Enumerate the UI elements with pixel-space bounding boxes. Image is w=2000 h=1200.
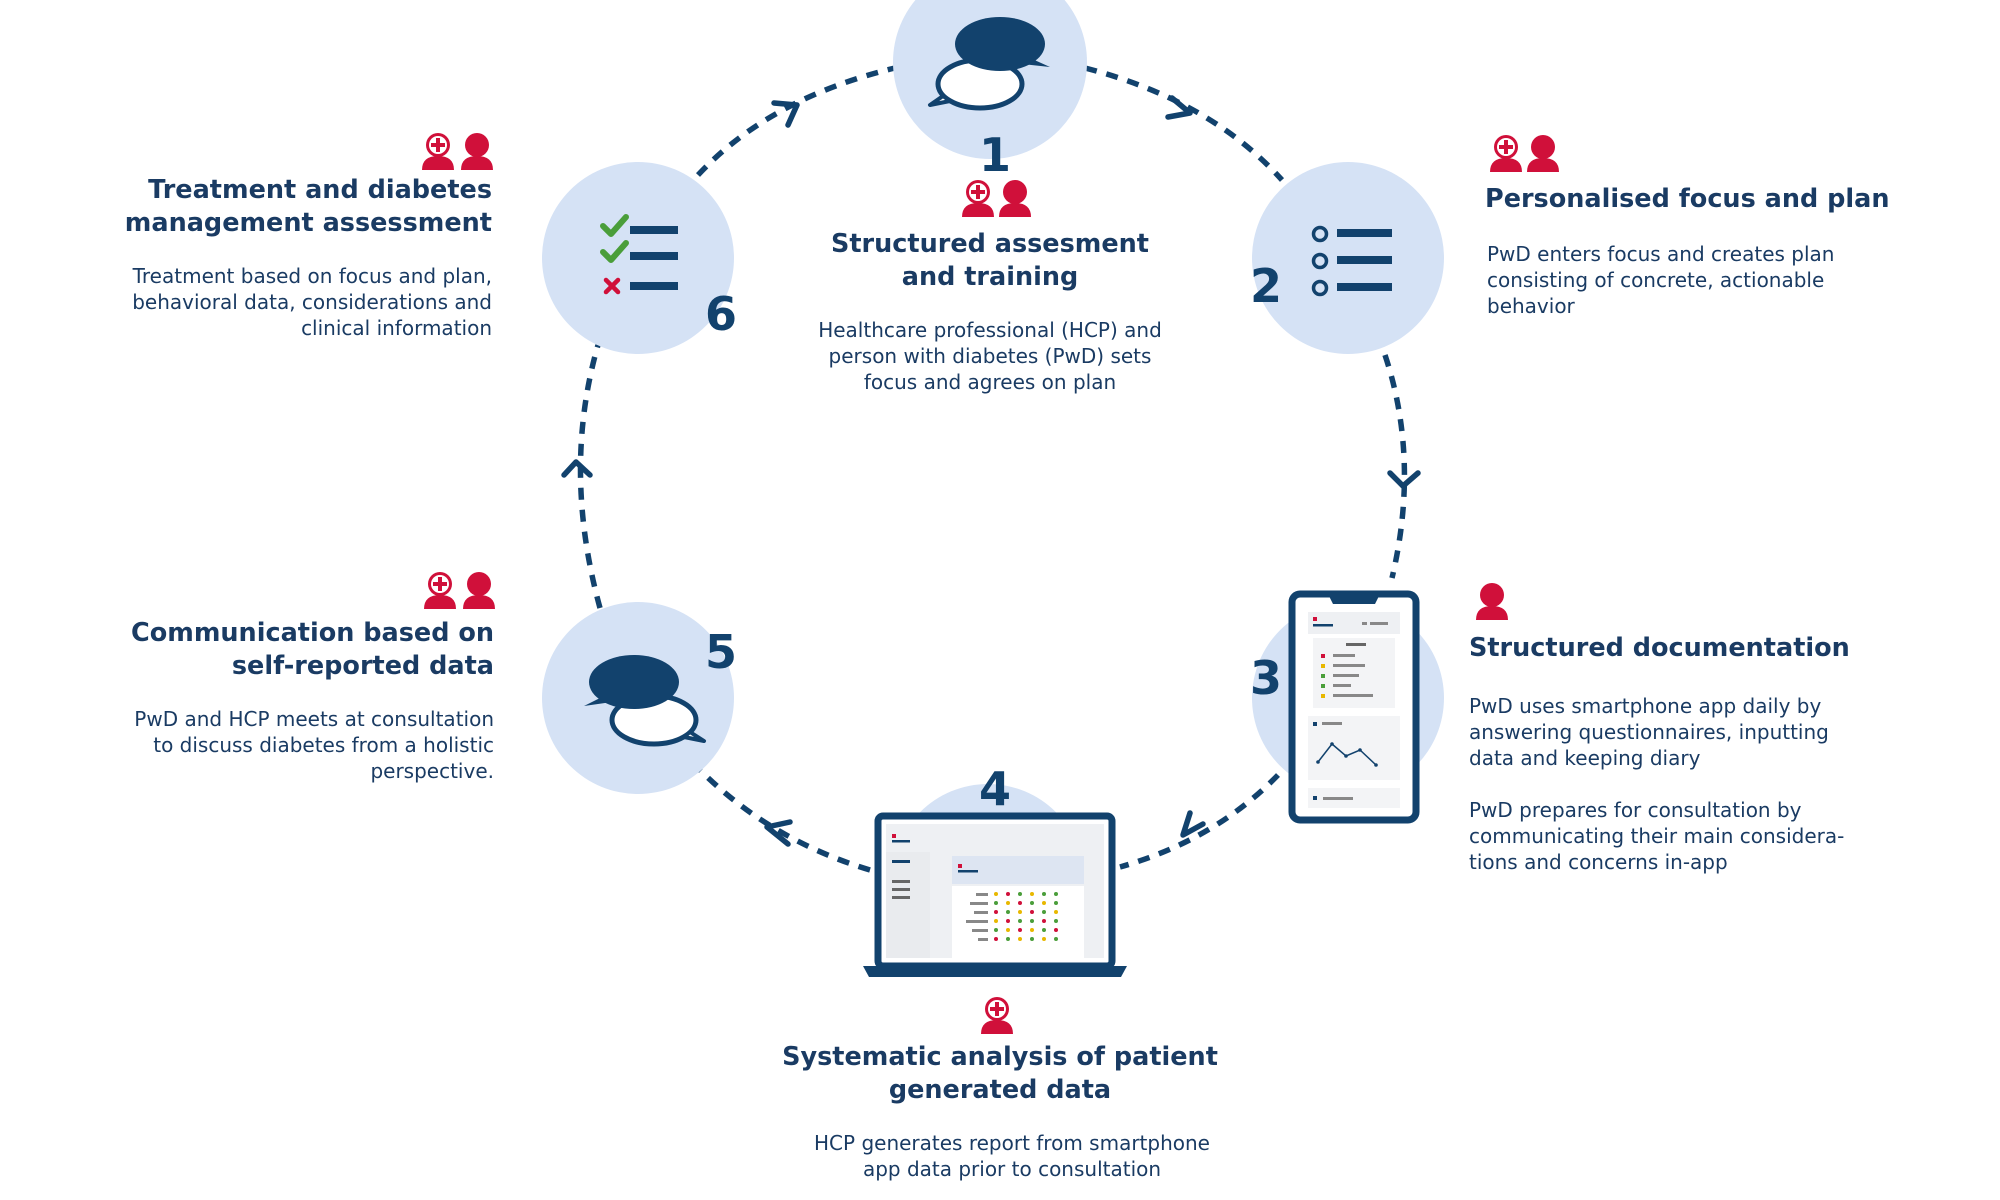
step-6-title: Treatment and diabetes management assess… <box>40 174 492 240</box>
step-number: 3 <box>1250 651 1282 705</box>
arrowhead-icon <box>764 819 793 847</box>
title-line: Personalised focus and plan <box>1485 184 1890 214</box>
laptop-icon <box>863 812 1127 977</box>
desc-line: data and keeping diary <box>1469 746 1701 770</box>
desc-line: app data prior to consultation <box>862 1157 1162 1181</box>
cycle-arrows <box>577 65 1408 873</box>
arrow-5-to-6 <box>577 344 603 609</box>
desc-line: clinical information <box>301 316 492 340</box>
step-number: 1 <box>979 128 1011 182</box>
desc-line: behavioral data, considerations and <box>132 290 492 314</box>
cross-icon <box>603 277 621 295</box>
desc-line: PwD and HCP meets at consultation <box>134 707 494 731</box>
arrowhead-icon <box>1165 95 1193 120</box>
desc-line: communicating their main considera- <box>1469 824 1845 848</box>
step-2-title: Personalised focus and plan <box>1485 183 1945 216</box>
speech-bubbles-icon <box>584 655 706 747</box>
desc-line: focus and agrees on plan <box>863 370 1117 394</box>
step-5-title: Communication based on self-reported dat… <box>40 617 494 683</box>
desc-line: PwD enters focus and creates plan <box>1487 242 1835 266</box>
hcp-icon <box>981 997 1013 1034</box>
step-3-title: Structured documentation <box>1469 632 1969 665</box>
title-line: self-reported data <box>231 651 494 681</box>
arrow-1-to-2 <box>1084 65 1285 182</box>
step-6-description: Treatment based on focus and plan, behav… <box>40 263 492 341</box>
arrow-3-to-4 <box>1119 773 1280 870</box>
step-1-text: Structured assesment and training Health… <box>780 228 1200 395</box>
title-line: Systematic analysis of patient <box>782 1042 1218 1072</box>
step-1-title: Structured assesment and training <box>780 228 1200 294</box>
hcp-icon <box>422 133 454 170</box>
arrow-heads <box>561 95 1421 847</box>
desc-line: Treatment based on focus and plan, <box>132 264 492 288</box>
title-line: Structured assesment <box>831 229 1149 259</box>
arrowhead-icon <box>561 459 593 478</box>
desc-line: consisting of concrete, actionable <box>1487 268 1825 292</box>
desc-line: Healthcare professional (HCP) and <box>818 318 1162 342</box>
title-line: Communication based on <box>131 618 494 648</box>
arrow-6-to-1 <box>695 65 896 177</box>
desc-line: answering questionnaires, inputting <box>1469 720 1829 744</box>
person-icon <box>1527 135 1559 172</box>
arrowhead-icon <box>771 100 800 128</box>
hcp-icon <box>962 180 994 217</box>
desc-line: person with diabetes (PwD) sets <box>828 344 1152 368</box>
step-number: 6 <box>705 287 737 341</box>
step-2-text: Personalised focus and plan PwD enters f… <box>1485 183 1945 319</box>
desc-line: PwD prepares for consultation by <box>1469 798 1802 822</box>
step-3-text: Structured documentation PwD uses smartp… <box>1469 632 1969 875</box>
step-2-description: PwD enters focus and creates plan consis… <box>1485 241 1945 319</box>
title-line: Treatment and diabetes <box>148 175 492 205</box>
title-line: generated data <box>888 1075 1112 1105</box>
desc-line: behavior <box>1487 294 1575 318</box>
arrow-2-to-3 <box>1382 354 1408 579</box>
step-number: 4 <box>979 762 1011 816</box>
person-icon <box>463 572 495 609</box>
step-3-description-2: PwD prepares for consultation by communi… <box>1469 797 1969 875</box>
step-4-text: Systematic analysis of patient generated… <box>750 1041 1250 1182</box>
arrow-4-to-5 <box>698 768 871 873</box>
list-icon <box>1311 225 1392 297</box>
arrowhead-icon <box>1180 810 1206 838</box>
title-line: and training <box>901 262 1079 292</box>
step-number: 5 <box>705 625 737 679</box>
desc-line: HCP generates report from smartphone <box>814 1131 1210 1155</box>
title-line: management assessment <box>124 208 492 238</box>
desc-line: to discuss diabetes from a holistic <box>153 733 494 757</box>
step-5-description: PwD and HCP meets at consultation to dis… <box>40 706 494 784</box>
title-line: Structured documentation <box>1469 633 1850 663</box>
desc-line: PwD uses smartphone app daily by <box>1469 694 1822 718</box>
hcp-icon <box>424 572 456 609</box>
speech-bubbles-icon <box>928 17 1050 111</box>
step-6-text: Treatment and diabetes management assess… <box>40 174 492 341</box>
step-4-title: Systematic analysis of patient generated… <box>750 1041 1250 1107</box>
step-5-text: Communication based on self-reported dat… <box>40 617 494 784</box>
step-number: 2 <box>1250 259 1282 313</box>
desc-line: perspective. <box>370 759 494 783</box>
checklist-icon <box>600 214 678 295</box>
check-icon <box>600 240 629 263</box>
person-icon <box>1476 583 1508 620</box>
smartphone-icon <box>1288 590 1420 824</box>
step-3-description: PwD uses smartphone app daily by answeri… <box>1469 693 1969 771</box>
arrowhead-icon <box>1387 470 1421 489</box>
desc-line: tions and concerns in-app <box>1469 850 1728 874</box>
hcp-icon <box>1490 135 1522 172</box>
step-4-description: HCP generates report from smartphone app… <box>750 1130 1250 1182</box>
step-1-description: Healthcare professional (HCP) and person… <box>780 317 1200 395</box>
check-icon <box>600 214 629 237</box>
person-icon <box>461 133 493 170</box>
person-icon <box>999 180 1031 217</box>
